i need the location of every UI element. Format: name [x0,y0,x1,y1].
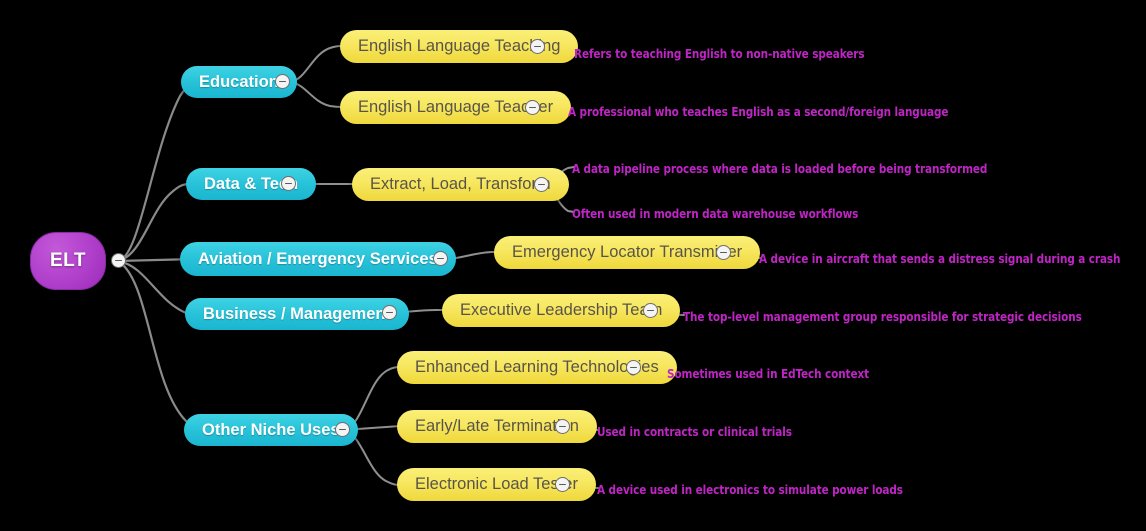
leaf-label-executive-leadership-team: Executive Leadership Team [460,301,663,319]
note-english-language-teacher-0: A professional who teaches English as a … [568,104,949,119]
root-node-elt[interactable]: ELT [30,232,106,290]
branch-node-data-tech[interactable]: Data & Tech [186,168,317,200]
toggle-root[interactable] [111,253,126,268]
root-node-label: ELT [50,250,86,271]
branch-node-other-niche-uses[interactable]: Other Niche Uses [184,414,358,446]
branch-label-business-management: Business / Management [203,304,391,323]
branch-label-education: Education [199,72,279,91]
toggle-business-management[interactable] [382,305,397,320]
toggle-education[interactable] [275,74,290,89]
toggle-other-niche-uses[interactable] [335,422,350,437]
note-emergency-locator-transmitter-0: A device in aircraft that sends a distre… [759,251,1121,266]
edge-root-data-tech [116,182,192,263]
note-extract-load-transform-1: Often used in modern data warehouse work… [572,206,859,221]
leaf-label-enhanced-learning-technologies: Enhanced Learning Technologies [415,358,659,376]
leaf-label-english-language-teacher: English Language Teacher [358,98,554,116]
leaf-node-extract-load-transform[interactable]: Extract, Load, Transform [352,168,569,201]
edge-education-elt-teacher [289,81,344,108]
edge-root-other-niche [116,259,204,432]
toggle-executive-leadership-team[interactable] [643,303,658,318]
leaf-label-early-late-termination: Early/Late Termination [415,417,579,435]
toggle-extract-load-transform[interactable] [534,177,549,192]
toggle-electronic-load-tester[interactable] [555,477,570,492]
note-electronic-load-tester-0: A device used in electronics to simulate… [597,482,903,497]
toggle-early-late-termination[interactable] [555,419,570,434]
leaf-label-extract-load-transform: Extract, Load, Transform [370,175,551,193]
toggle-enhanced-learning-technologies[interactable] [626,360,641,375]
toggle-english-language-teaching[interactable] [530,39,545,54]
leaf-node-executive-leadership-team[interactable]: Executive Leadership Team [442,294,681,327]
branch-label-data-tech: Data & Tech [204,174,299,193]
toggle-aviation-emergency[interactable] [433,251,448,266]
note-enhanced-learning-technologies-0: Sometimes used in EdTech context [667,366,870,381]
leaf-node-early-late-termination[interactable]: Early/Late Termination [397,410,597,443]
leaf-label-electronic-load-tester: Electronic Load Tester [415,475,578,493]
leaf-node-electronic-load-tester[interactable]: Electronic Load Tester [397,468,596,501]
branch-label-other-niche-uses: Other Niche Uses [202,420,340,439]
note-early-late-termination-0: Used in contracts or clinical trials [597,424,792,439]
toggle-emergency-locator-transmitter[interactable] [716,245,731,260]
note-extract-load-transform-0: A data pipeline process where data is lo… [572,161,988,176]
leaf-label-english-language-teaching: English Language Teaching [358,37,561,55]
branch-label-aviation-emergency: Aviation / Emergency Services [198,249,438,268]
edge-education-elt-teaching [289,45,344,83]
note-executive-leadership-team-0: The top-level management group responsib… [683,309,1082,324]
branch-node-business-management[interactable]: Business / Management [185,298,409,330]
toggle-english-language-teacher[interactable] [525,100,540,115]
leaf-label-emergency-locator-transmitter: Emergency Locator Transmitter [512,243,743,261]
leaf-node-english-language-teaching[interactable]: English Language Teaching [340,30,579,63]
branch-node-aviation-emergency[interactable]: Aviation / Emergency Services [180,242,456,276]
toggle-data-tech[interactable] [281,176,296,191]
note-english-language-teaching-0: Refers to teaching English to non-native… [574,46,865,61]
edge-root-education [116,80,198,263]
